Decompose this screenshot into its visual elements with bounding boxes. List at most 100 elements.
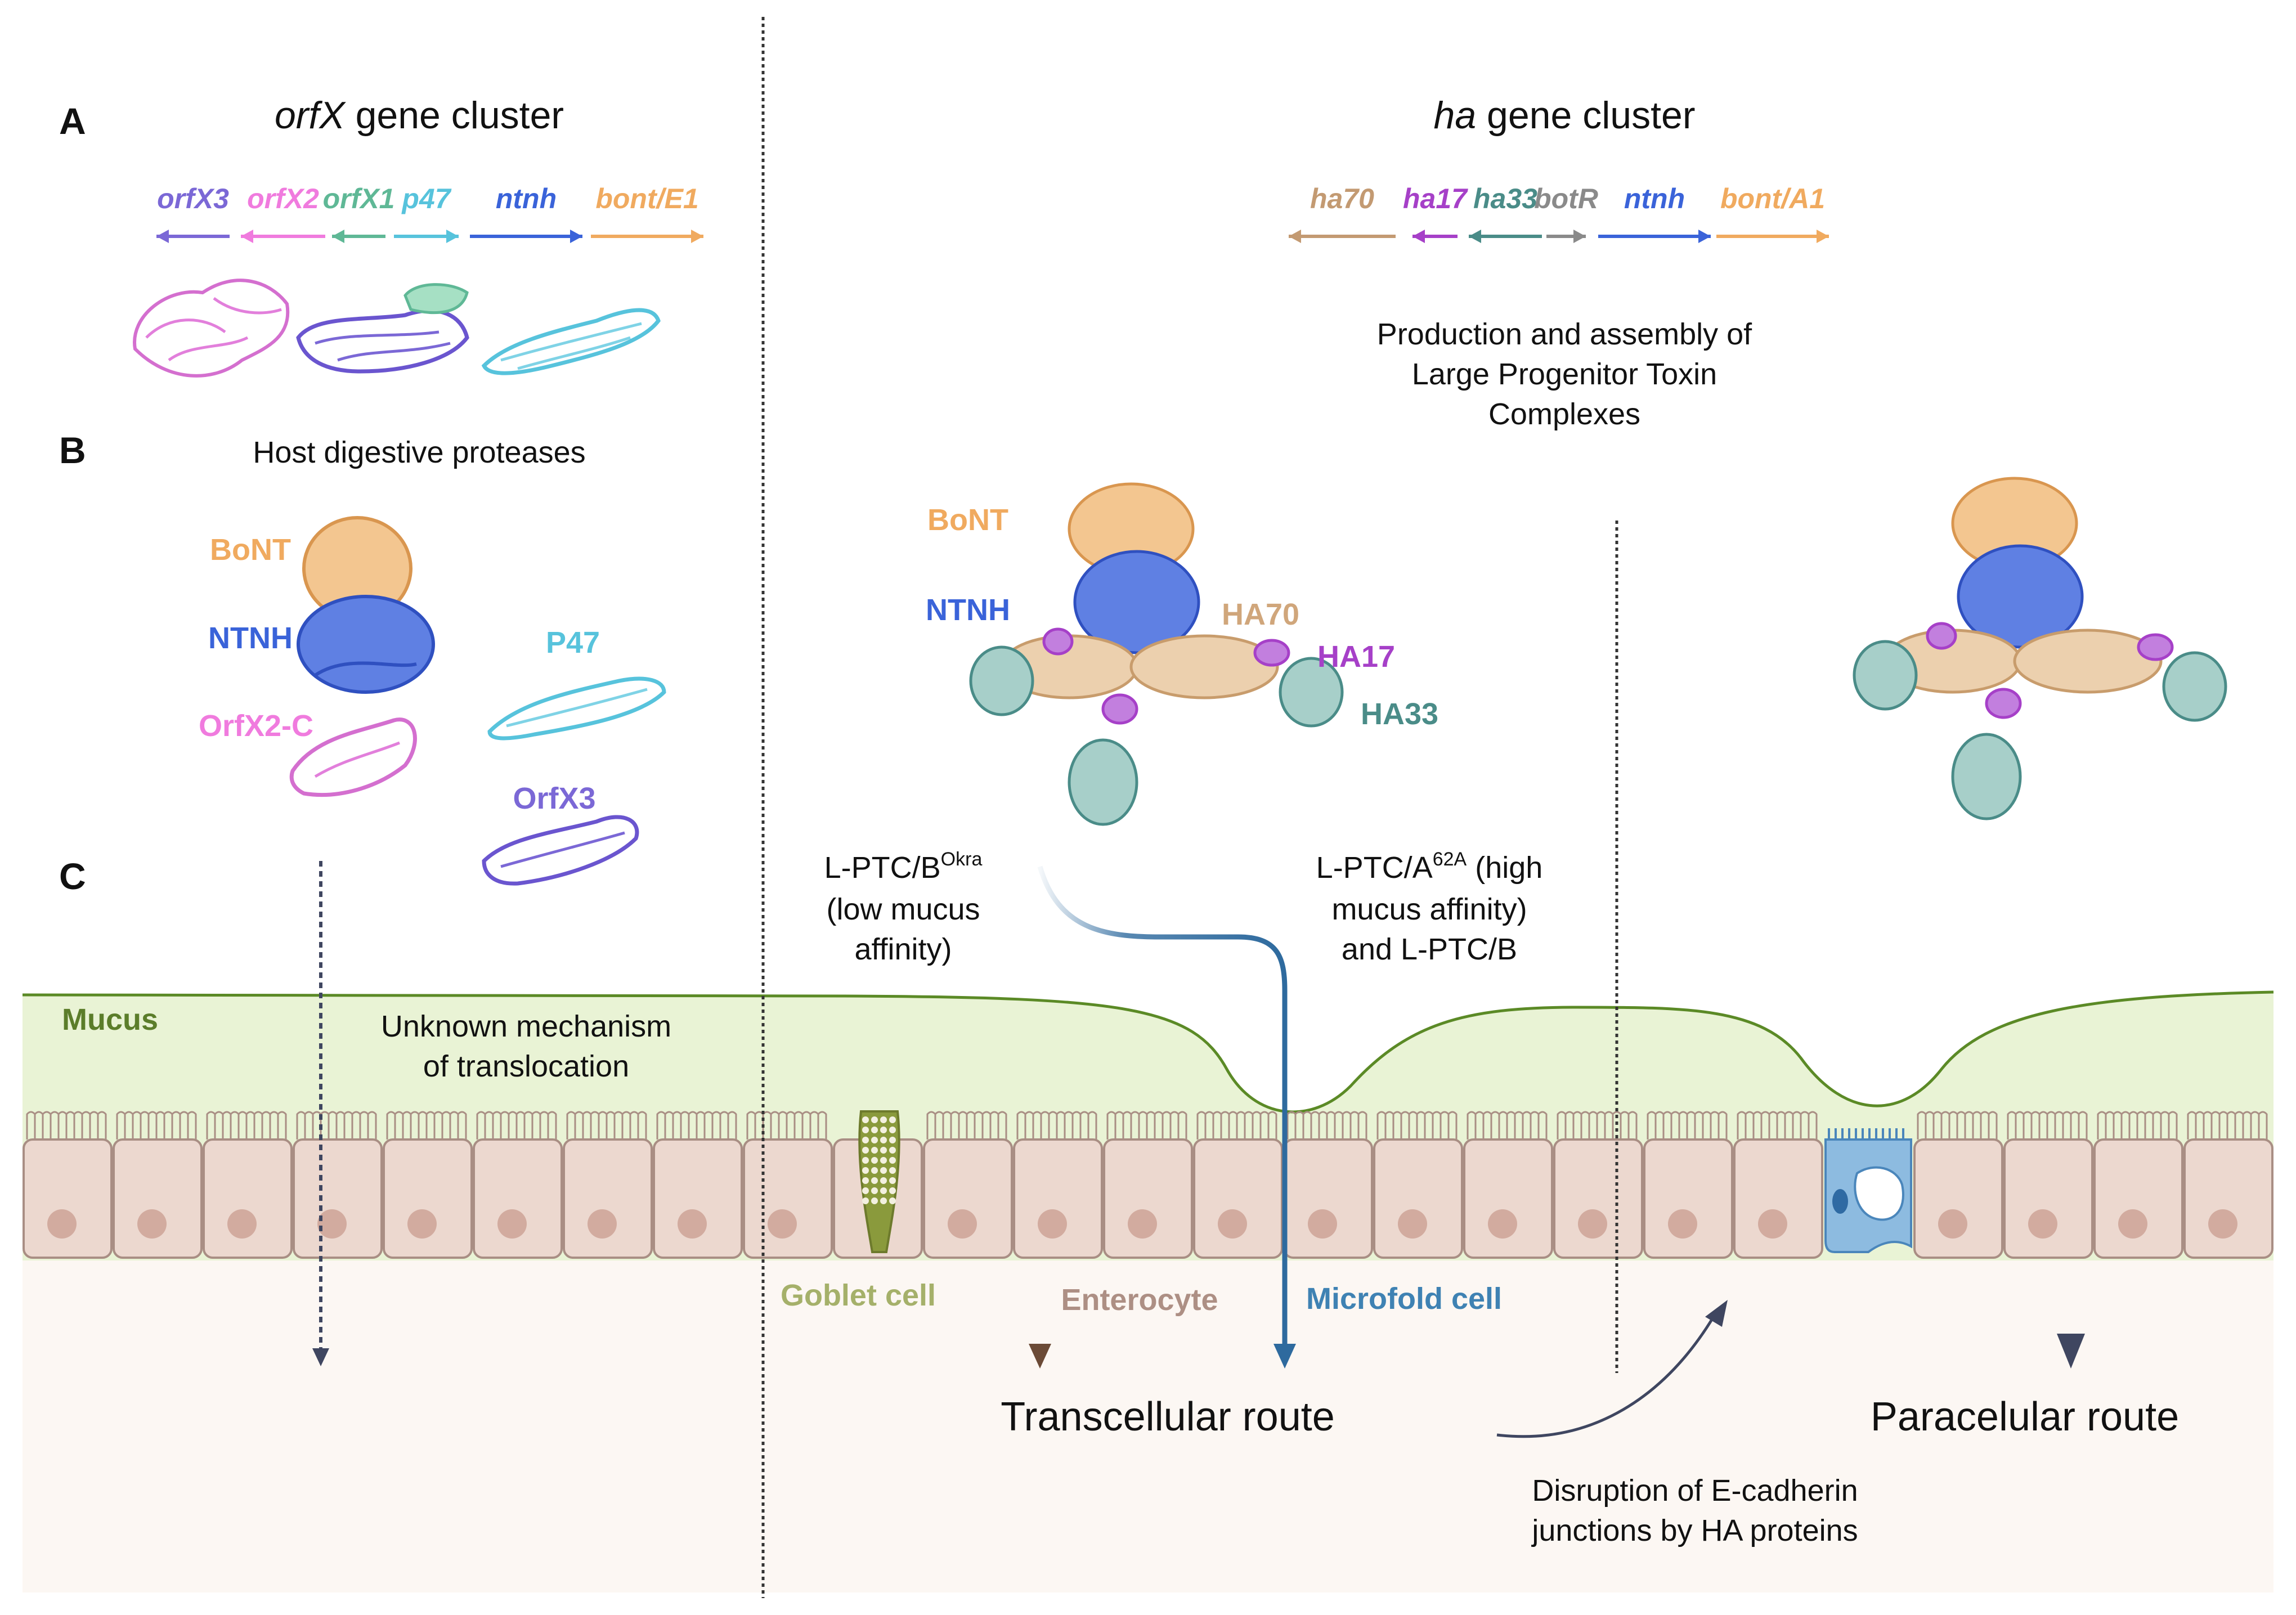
ha33-right: [1279, 657, 1344, 728]
orfx1-orfx3-structure: [296, 283, 469, 374]
p47-structure: [481, 308, 661, 375]
ha33-bottom: [1068, 738, 1138, 826]
goblet-cell-label: Goblet cell: [781, 1278, 936, 1312]
lptc-okra-label: L-PTC/BOkra: [824, 849, 983, 885]
production-note-line-1: Production and assembly of: [1377, 317, 1752, 351]
epithelial-cell: [1733, 1111, 1823, 1259]
epithelial-cell: [1463, 1111, 1553, 1259]
mucus-boundary: [22, 990, 2274, 1114]
disruption-label-line-2: junctions by HA proteins: [1531, 1514, 1858, 1547]
lptc-complex-right: [1853, 477, 2227, 820]
orfx-gene-label-4: ntnh: [496, 183, 557, 214]
ha17-b: [1101, 693, 1138, 725]
epithelium: [23, 1110, 2273, 1259]
orfx-gene-label-2: orfX1: [323, 183, 395, 214]
host-proteases-label: Host digestive proteases: [253, 436, 585, 469]
ha33-bottom: [1951, 733, 2022, 820]
production-note-line-3: Complexes: [1488, 397, 1640, 431]
ha33-left: [969, 645, 1034, 716]
epithelial-cell: [1373, 1111, 1463, 1259]
orfx-gene-label-3: p47: [401, 183, 451, 214]
ha-cluster-title: ha gene cluster: [1434, 94, 1696, 137]
orfx-gene-arrowhead-4: [570, 230, 582, 243]
ha33-left: [1853, 640, 1918, 711]
ha17-c: [2137, 633, 2174, 661]
ha-gene-arrowhead-5: [1817, 230, 1829, 243]
orfx2-structure: [133, 279, 290, 378]
ha-gene-arrowhead-1: [1412, 230, 1425, 243]
lower-background: [23, 1238, 2273, 1592]
ha17-a: [1926, 622, 1957, 650]
panel-label-c: C: [59, 855, 86, 897]
ha-gene-label-3: botR: [1534, 183, 1598, 214]
ha70-right: [1129, 634, 1279, 699]
paracellular-arrowhead: [2057, 1334, 2085, 1369]
epithelial-cell: [383, 1111, 473, 1259]
epithelial-cell: [743, 1111, 833, 1259]
ha33-right: [2162, 651, 2227, 722]
ha-gene-label-1: ha17: [1403, 183, 1468, 214]
epithelial-cell: [1824, 1128, 1912, 1253]
ha-gene-arrowhead-2: [1469, 230, 1481, 243]
epithelial-cell: [473, 1111, 563, 1259]
ha-gene-arrowhead-0: [1289, 230, 1301, 243]
epithelial-cell: [2183, 1111, 2273, 1259]
ntnh-domain: [1957, 544, 2084, 649]
epithelial-cell: [833, 1110, 923, 1259]
epithelial-cell: [113, 1111, 203, 1259]
ha-gene-label-2: ha33: [1473, 183, 1537, 214]
epithelial-cell: [1193, 1111, 1283, 1259]
transcellular-microfold-arrow: [1037, 865, 1288, 1348]
lptc-ha17-label: HA17: [1317, 640, 1395, 674]
disruption-arrowhead: [1705, 1300, 1728, 1327]
panel-b-p47-structure: [487, 676, 666, 741]
epithelial-cell: [1913, 1111, 2003, 1259]
ha70-right: [2013, 629, 2163, 694]
panel-b-orfx3-structure: [482, 815, 639, 886]
ha-gene-label-5: bont/A1: [1720, 183, 1825, 214]
lptc-complex-left: [969, 482, 1344, 826]
orfx-gene-arrowhead-1: [241, 230, 253, 243]
orfx-gene-arrowhead-3: [446, 230, 459, 243]
transcellular-microfold-arrowhead: [1273, 1344, 1296, 1369]
epithelial-cell: [1103, 1111, 1193, 1259]
mtnc-structure: [297, 516, 435, 694]
production-note-line-2: Large Progenitor Toxin: [1412, 357, 1717, 391]
disruption-arrow: [1496, 1316, 1715, 1438]
transcellular-enterocyte-arrowhead: [1029, 1344, 1051, 1369]
epithelial-cell: [23, 1111, 113, 1259]
lptc-ha33-label: HA33: [1361, 697, 1438, 731]
lptc-ha70-label: HA70: [1222, 598, 1299, 631]
panel-b-orfx2c-structure: [289, 717, 417, 797]
ha-gene-label-4: ntnh: [1624, 183, 1685, 214]
orfx-gene-label-5: bont/E1: [595, 183, 698, 214]
ha17-a: [1042, 627, 1074, 656]
orfx-cluster-title: orfX gene cluster: [275, 94, 564, 137]
lptc-okra-line-3: affinity): [854, 932, 952, 966]
lptc-bont-label: BoNT: [927, 503, 1008, 537]
lptc-ntnh-label: NTNH: [926, 593, 1010, 627]
epithelial-cell: [293, 1111, 383, 1259]
panel-b-orfx2c-label: OrfX2-C: [199, 709, 313, 743]
microfold-cell-label: Microfold cell: [1306, 1282, 1502, 1316]
epithelial-cell: [563, 1111, 653, 1259]
orfx-gene-label-1: orfX2: [247, 183, 319, 214]
epithelial-cell: [1013, 1111, 1103, 1259]
panel-b-bont-label: BoNT: [210, 533, 291, 567]
panel-label-b: B: [59, 429, 86, 471]
ha17-b: [1985, 688, 2022, 719]
unknown-mechanism-line-2: of translocation: [423, 1049, 629, 1083]
orfx-gene-arrowhead-5: [691, 230, 703, 243]
panel-b-ntnh-label: NTNH: [208, 621, 293, 655]
ha-gene-label-0: ha70: [1310, 183, 1374, 214]
transcellular-route-label: Transcellular route: [1001, 1394, 1335, 1439]
epithelial-cell: [653, 1111, 743, 1259]
epithelial-cell: [2093, 1111, 2183, 1259]
lptc-okra-line-2: (low mucus: [826, 892, 980, 926]
orfx-gene-arrowhead-0: [156, 230, 169, 243]
enterocyte-label: Enterocyte: [1061, 1283, 1218, 1317]
orfx-gene-label-0: orfX3: [157, 183, 229, 214]
panel-label-a: A: [59, 100, 86, 142]
